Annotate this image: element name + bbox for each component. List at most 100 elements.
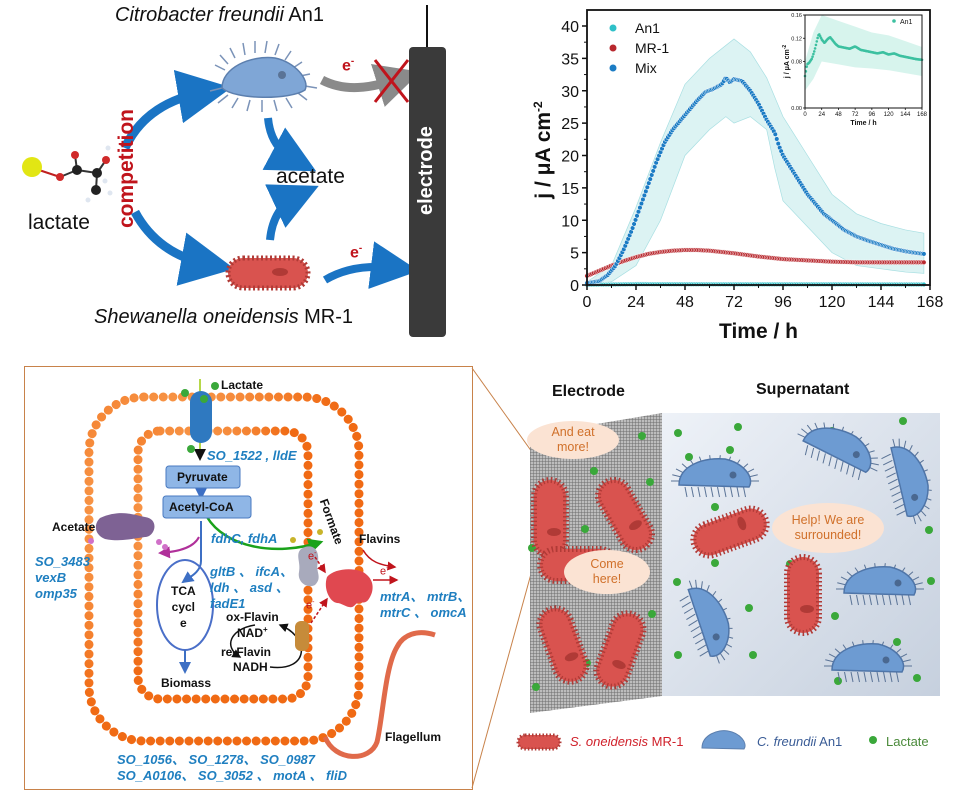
lactate-dot — [646, 478, 654, 486]
inset-data-point — [811, 55, 814, 58]
acetate-label: acetate — [276, 165, 345, 188]
lactate-dot — [831, 612, 839, 620]
cells-layer — [528, 417, 935, 691]
electrode-label: electrode — [415, 126, 437, 215]
acetate-gene: SO_3483 — [35, 554, 90, 569]
formate-dehydrogenase-icon — [298, 546, 319, 587]
inset-data-point — [813, 47, 817, 50]
data-point — [921, 251, 927, 257]
pyruvate-box — [165, 465, 241, 489]
soneidensis-cell — [690, 505, 770, 559]
lactate-dot — [711, 559, 719, 567]
inset-x-tick-label: 0 — [803, 112, 807, 118]
inset-x-tick-label: 24 — [818, 112, 825, 118]
y-axis-label: j / μA cm-2 — [531, 101, 555, 200]
inset-x-tick-label: 96 — [869, 112, 876, 118]
inset-error-band — [805, 15, 922, 91]
acetate-gene: vexB — [35, 570, 67, 585]
acetyl-coa-box — [162, 495, 252, 519]
lactate-dot — [899, 417, 907, 425]
inset-data-point — [805, 65, 808, 68]
legend-label: Mix — [635, 60, 657, 76]
biomass-label: Biomass — [161, 676, 212, 690]
legend-mr1-species: S. oneidensis — [570, 734, 649, 749]
x-tick-label: 144 — [868, 294, 895, 311]
x-tick-label: 48 — [676, 294, 694, 311]
legend-label: An1 — [635, 20, 660, 36]
inset-legend-label: An1 — [900, 19, 913, 26]
legend-an1-species: C. freundii — [757, 734, 817, 749]
an1-title: Citrobacter freundii An1 — [115, 4, 324, 27]
inset-x-axis-label: Time / h — [850, 120, 876, 127]
cfreundii-cell-icon — [209, 40, 318, 112]
data-point — [921, 259, 927, 265]
cfreundii-cell — [881, 438, 932, 525]
lactate-transporter-icon — [190, 391, 212, 443]
legend-marker — [609, 64, 617, 72]
panel-metabolic-pathway: Lactate SO_1522 , lldE Pyruvate Acetyl-C… — [24, 366, 473, 790]
inset-y-tick-label: 0.08 — [791, 60, 802, 66]
tca-gene: fadE1 — [210, 596, 246, 611]
acetate-genes: SO_3483 vexB omp35 — [35, 554, 90, 602]
mr1-title-species: Shewanella oneidensis — [94, 306, 299, 328]
tca-label: TCA cycl e — [171, 583, 196, 631]
mtr-gene: mtrC 、 omcA — [380, 605, 467, 620]
nad-sup: + — [263, 625, 268, 634]
y-tick-label: 15 — [561, 181, 579, 198]
blocked-x-icon — [373, 59, 410, 103]
series-mix — [584, 76, 927, 286]
lactate-dot — [674, 429, 682, 437]
tca-gene: ldh 、 asd 、 — [210, 580, 289, 595]
lactate-dot — [925, 526, 933, 534]
mtr-gene: mtrA、 mtrB、 — [380, 589, 471, 604]
soneidensis-cell — [531, 477, 569, 559]
arrow-lactate-to-an1 — [120, 69, 232, 150]
inset-x-tick-label: 48 — [835, 112, 842, 118]
soneidensis-cell — [593, 610, 647, 690]
legend-an1-strain: An1 — [816, 734, 843, 749]
lactate-dot — [711, 503, 719, 511]
formate-genes: fdhC, fdhA — [211, 531, 278, 546]
series-mr-1 — [584, 247, 927, 279]
inset-x-tick-label: 168 — [917, 112, 928, 118]
flagellum-icon — [322, 630, 436, 759]
re-flavin-label: re-Flavin — [221, 645, 272, 659]
arrow-mr1-to-electrode — [322, 241, 419, 289]
legend-marker — [609, 24, 617, 32]
arrow-mr1-to-acetate — [265, 184, 319, 241]
lactate-dot — [532, 683, 540, 691]
y-tick-label: 35 — [561, 51, 579, 68]
y-tick-label: 40 — [561, 19, 579, 36]
flavins-label: Flavins — [359, 532, 401, 546]
lactate-dot — [590, 467, 598, 475]
electron-sup: - — [312, 599, 315, 606]
speech-bubble: And eat more! — [527, 421, 619, 459]
flagellum-genes: SO_1056、 SO_1278、 SO_0987 SO_A0106、 SO_3… — [117, 752, 347, 784]
data-point — [772, 131, 778, 137]
arrow-lactate-to-mr1 — [131, 209, 235, 286]
y-tick-label: 30 — [561, 84, 579, 101]
acetate-gene: omp35 — [35, 586, 77, 601]
flagellum-label: Flagellum — [385, 730, 442, 744]
panel-competition-schematic: Citrobacter freundii An1 Shewanella onei… — [0, 0, 470, 345]
x-axis-label: Time / h — [719, 320, 798, 343]
electron-sup: - — [358, 243, 363, 254]
inset-data-point — [815, 40, 819, 43]
ox-flavin-label: ox-Flavin — [226, 610, 279, 624]
mr1-title: Shewanella oneidensis MR-1 — [94, 306, 353, 329]
lactate-dot — [648, 610, 656, 618]
mtr-genes: mtrA、 mtrB、 mtrC 、 omcA — [380, 589, 470, 621]
cfreundii-cell — [824, 640, 912, 683]
lactate-dot — [674, 651, 682, 659]
inset-data-point — [810, 57, 814, 61]
electron-sup: - — [350, 56, 355, 67]
nad-text: NAD — [237, 626, 263, 640]
inset-data-point — [816, 36, 819, 40]
lactate-dot — [893, 638, 901, 646]
panel-electrode-supernatant: Electrode Supernatant And eat more! Come… — [470, 365, 955, 797]
tca-genes: gltB 、 ifcA、 ldh 、 asd 、 fadE1 — [210, 564, 293, 612]
legend-mr1-label: S. oneidensis MR-1 — [570, 734, 683, 749]
soneidensis-cell — [536, 605, 590, 685]
lactate-dot — [734, 423, 742, 431]
